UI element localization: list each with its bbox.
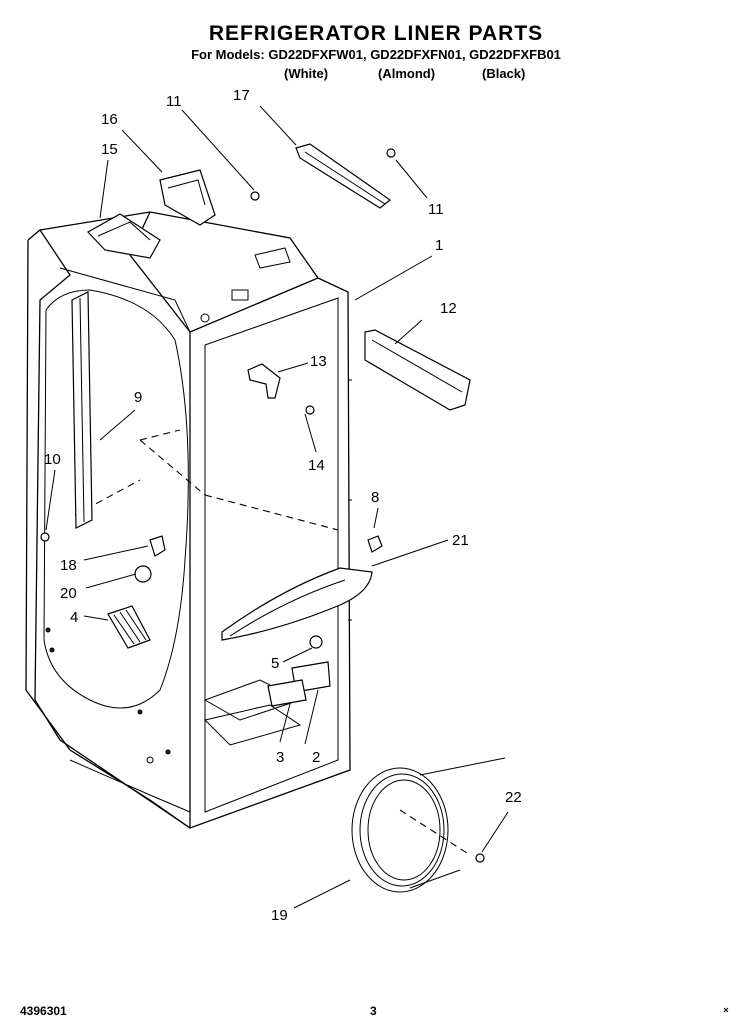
callout-labels: 1 2 3 4 5 8 9 10 11 11 12 13 14 15 16 17… — [44, 87, 522, 924]
callout-17: 17 — [233, 87, 250, 104]
part-3-bracket — [267, 679, 307, 707]
callout-3: 3 — [276, 749, 284, 766]
variant-white: (White) — [284, 66, 329, 81]
part-13-bracket — [247, 363, 281, 399]
part-18-socket — [149, 535, 166, 557]
callout-1: 1 — [435, 237, 443, 254]
models-line: For Models: GD22DFXFW01, GD22DFXFN01, GD… — [191, 47, 561, 62]
variant-black: (Black) — [482, 66, 526, 81]
page-number: 3 — [370, 1004, 377, 1018]
callout-22: 22 — [505, 789, 522, 806]
part-15-housing — [87, 213, 161, 259]
part-19-tube — [351, 757, 506, 893]
callout-16: 16 — [101, 111, 118, 128]
callout-15: 15 — [101, 141, 118, 158]
part-16-bracket — [159, 169, 216, 226]
liner-cabinet — [25, 211, 352, 829]
part-17-rail — [295, 143, 392, 209]
part-21-cover — [221, 567, 373, 641]
callout-19: 19 — [271, 907, 288, 924]
document-number: 4396301 — [20, 1004, 67, 1018]
callout-18: 18 — [60, 557, 77, 574]
callout-4: 4 — [70, 609, 78, 626]
leader-lines — [45, 105, 509, 909]
callout-11-top: 11 — [166, 93, 182, 110]
callout-10: 10 — [44, 451, 61, 468]
page-title: REFRIGERATOR LINER PARTS — [208, 22, 544, 45]
part-20-bulb — [134, 565, 152, 583]
callout-8: 8 — [371, 489, 379, 506]
callout-11-right: 11 — [428, 201, 444, 218]
callout-12: 12 — [440, 300, 457, 317]
variant-almond: (Almond) — [378, 66, 436, 81]
callout-13: 13 — [310, 353, 327, 370]
part-4-grille — [107, 605, 151, 649]
part-5-clip — [309, 635, 323, 649]
callout-2: 2 — [312, 749, 320, 766]
callout-20: 20 — [60, 585, 77, 602]
part-9-rail — [71, 291, 93, 529]
callout-14: 14 — [308, 457, 325, 474]
corner-mark — [723, 1007, 729, 1013]
screws — [40, 148, 485, 863]
callout-5: 5 — [271, 655, 279, 672]
part-12-rail — [364, 329, 471, 411]
callout-21: 21 — [452, 532, 469, 549]
callout-9: 9 — [134, 389, 142, 406]
